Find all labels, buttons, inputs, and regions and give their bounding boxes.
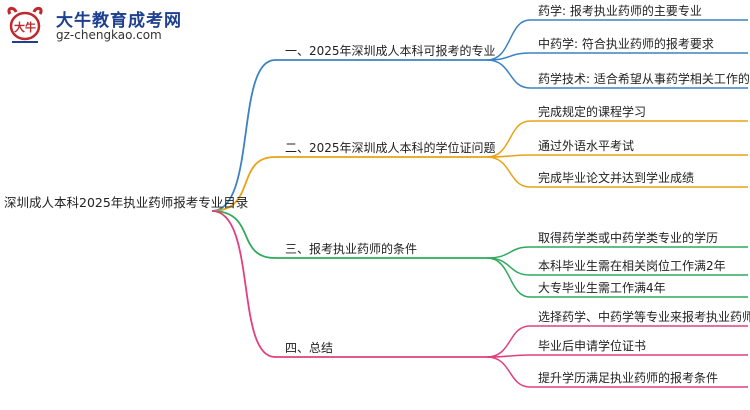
mindmap-texts: 深圳成人本科2025年执业药师报考专业目录 一、2025年深圳成人本科可报考的专业… [4,3,750,385]
branch-connector-3 [211,210,276,259]
leaf-connector-3-2 [486,257,531,276]
branch-connector-1 [211,59,276,212]
branch-connector-2 [211,156,276,212]
leaf-topic-3-3: 大专毕业生需工作满4年 [538,280,666,295]
leaf-topic-1-3: 药学技术: 适合希望从事药学相关工作的同学 [538,71,750,86]
bull-logo-icon: 大牛 [7,6,43,43]
mindmap-edges [211,19,748,388]
root-topic: 深圳成人本科2025年执业药师报考专业目录 [4,195,248,210]
leaf-topic-4-1: 选择药学、中药学等专业来报考执业药师 [538,309,750,324]
leaf-connector-1-3 [486,59,531,89]
leaf-connector-4-1 [486,325,531,358]
leaf-connector-3-1 [486,246,531,259]
leaf-topic-4-2: 毕业后申请学位证书 [538,338,646,353]
leaf-topic-4-3: 提升学历满足执业药师的报考条件 [538,370,718,385]
leaf-topic-2-2: 通过外语水平考试 [538,138,634,153]
logo-site-url: gz-chengkao.com [56,28,162,42]
branch-topic-3: 三、报考执业药师的条件 [285,241,417,256]
logo-mark-text: 大牛 [14,20,36,34]
leaf-topic-3-1: 取得药学类或中药学类专业的学历 [538,230,718,245]
leaf-connector-3-3 [486,257,531,298]
site-logo[interactable]: 大牛 大牛教育成考网 gz-chengkao.com [4,4,182,48]
leaf-connector-4-3 [486,356,531,388]
leaf-connector-2-1 [486,120,531,158]
branch-topic-4: 四、总结 [285,341,333,355]
leaf-topic-1-2: 中药学: 符合执业药师的报考要求 [538,36,714,51]
logo-site-name: 大牛教育成考网 [56,11,182,31]
leaf-topic-1-1: 药学: 报考执业药师的主要专业 [538,3,702,18]
branch-topic-2: 二、2025年深圳成人本科的学位证问题 [285,140,496,155]
branch-topic-1: 一、2025年深圳成人本科可报考的专业 [285,43,496,58]
branch-connector-4 [211,210,276,358]
leaf-connector-1-1 [486,19,531,61]
leaf-topic-2-3: 完成毕业论文并达到学业成绩 [538,170,694,185]
leaf-topic-3-2: 本科毕业生需在相关岗位工作满2年 [538,258,726,273]
leaf-connector-2-3 [486,156,531,188]
leaf-topic-2-1: 完成规定的课程学习 [538,104,646,119]
